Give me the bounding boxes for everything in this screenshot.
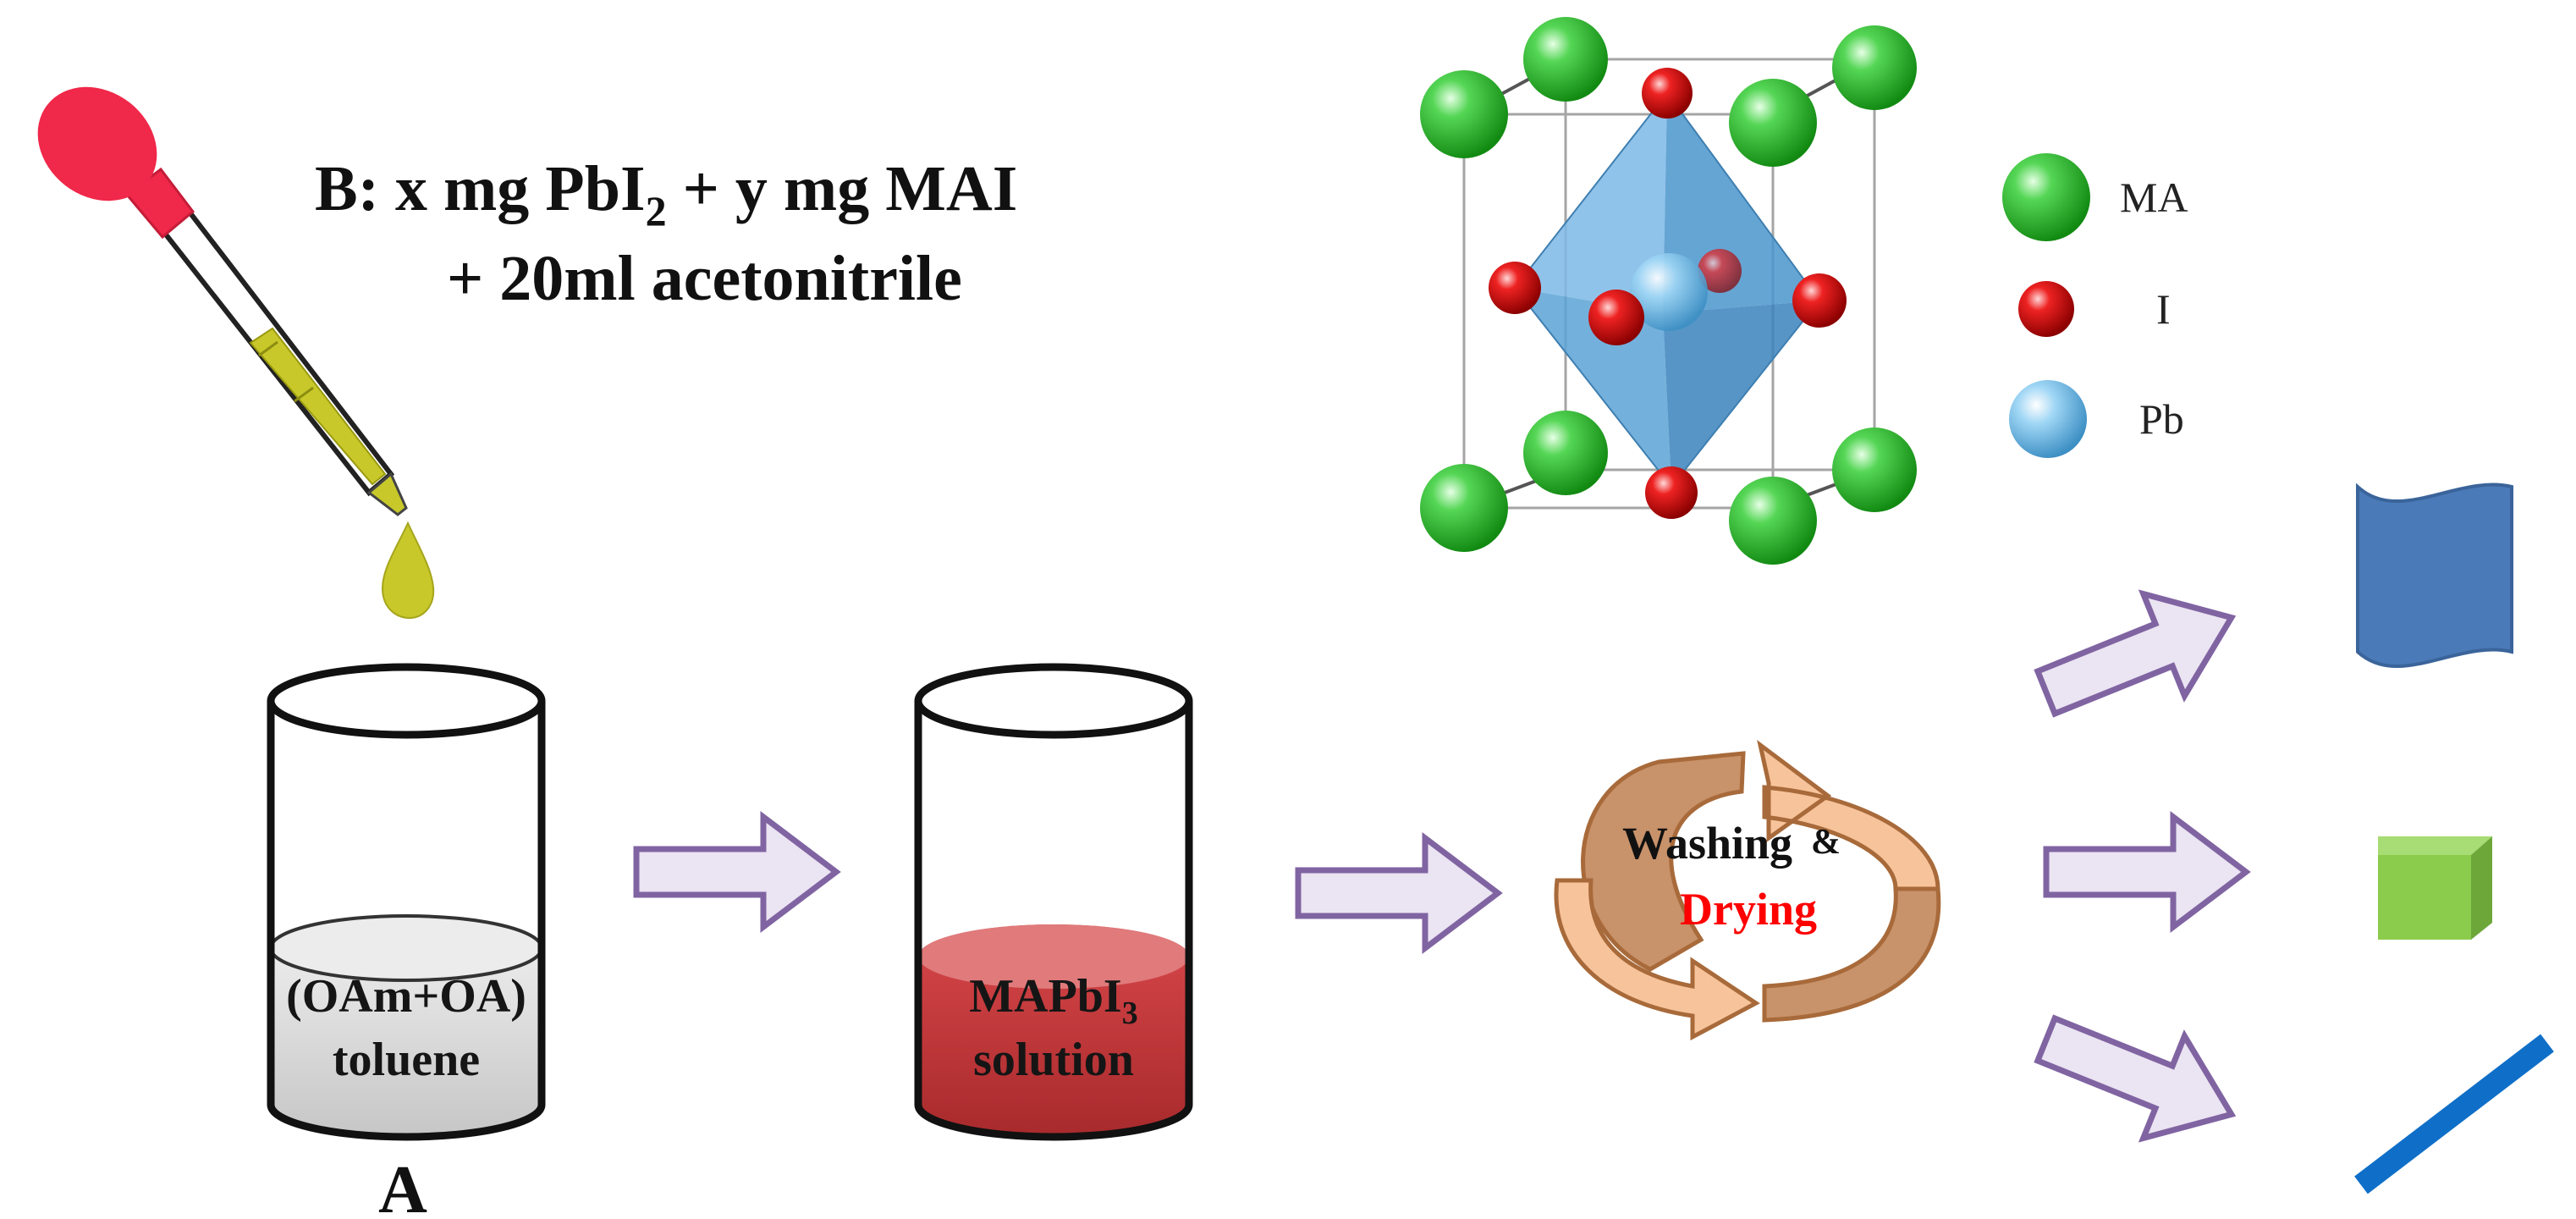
ma-atom (1523, 17, 1608, 102)
dropper (37, 86, 435, 620)
cycle-text-drying: Drying (1680, 884, 1817, 935)
i-atom (1642, 68, 1693, 119)
process-arrow-2 (1298, 838, 1498, 948)
sheet-shape (2356, 483, 2513, 669)
cycle-arrow-dark-right (1762, 886, 1941, 1023)
product-arrow-bottom (2026, 989, 2253, 1166)
ma-atom (1420, 70, 1508, 158)
cycle-arrow-light-bottom (1554, 878, 1760, 1041)
i-atom (1698, 249, 1742, 293)
beaker-a: (OAm+OA) toluene (267, 663, 546, 1141)
product-arrow-middle (2046, 817, 2246, 927)
beaker-a-line-2: toluene (333, 1034, 480, 1086)
washing-drying-cycle: Washing& Drying (1554, 739, 1941, 1041)
ma-atom (1523, 411, 1608, 495)
legend-label-i: I (2156, 285, 2171, 333)
beaker-b-line-1: MAPbI3 (969, 970, 1137, 1031)
dropper-liquid (249, 327, 387, 486)
legend: MA I Pb (2002, 153, 2188, 458)
dropper-tip (366, 472, 408, 516)
beaker-a-caption: A (378, 1153, 427, 1219)
i-atom (1588, 290, 1644, 345)
cycle-text-washing: Washing& (1622, 818, 1841, 869)
legend-ma-swatch (2002, 153, 2090, 241)
cube-shape (2378, 836, 2492, 940)
ma-atom (1420, 464, 1508, 552)
i-atom (1489, 262, 1541, 314)
i-atom (1792, 273, 1847, 328)
ma-atom (1729, 79, 1817, 167)
legend-pb-swatch (2009, 380, 2087, 458)
beaker-b-line-2: solution (973, 1034, 1134, 1086)
beaker-a-line-1: (OAm+OA) (286, 970, 526, 1023)
legend-i-swatch (2018, 281, 2074, 337)
recipe-line-1: B: x mg PbI2 + y mg MAI (315, 153, 1017, 234)
beaker-b: MAPbI3 solution (914, 663, 1193, 1141)
recipe-line-2: + 20ml acetonitrile (447, 243, 962, 314)
dropper-bulb (37, 86, 195, 240)
liquid-drop (381, 521, 435, 620)
ma-atom (1729, 477, 1817, 565)
ma-atom (1832, 25, 1917, 110)
ma-atom (1832, 427, 1917, 512)
i-atom (1645, 466, 1698, 519)
legend-label-ma: MA (2120, 174, 2188, 221)
pb-atom (1630, 253, 1708, 331)
rod-shape (2354, 1034, 2554, 1194)
legend-label-pb: Pb (2139, 395, 2184, 443)
product-arrow-top (2026, 566, 2253, 743)
crystal-structure (1420, 17, 1917, 565)
process-arrow-1 (636, 817, 836, 927)
